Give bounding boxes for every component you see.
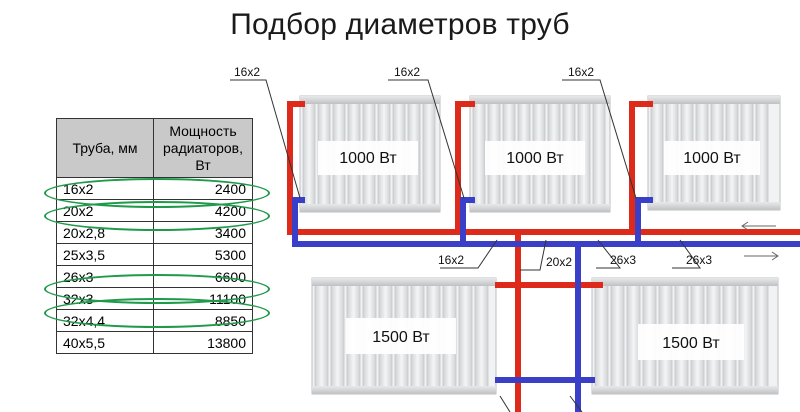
pipe-label-top-left: 16х2 xyxy=(234,65,260,79)
return-pipes xyxy=(292,197,800,412)
pipe-label-center: 20х2 xyxy=(546,255,572,269)
table-row: 25х3,5 5300 xyxy=(56,243,253,266)
header-power: Мощность радиаторов, Вт xyxy=(153,118,253,178)
radiator-bottom-left: 1500 Вт xyxy=(311,277,497,395)
label-leaders xyxy=(230,79,701,412)
pipe-label-right: 26х3 xyxy=(686,253,712,267)
table-row: 40х5,5 13800 xyxy=(56,331,253,354)
flow-arrows xyxy=(741,221,779,261)
radiator-label-bottom-left: 1500 Вт xyxy=(372,329,430,346)
radiator-label-bottom-right: 1500 Вт xyxy=(662,335,720,352)
radiator-label-top-right: 1000 Вт xyxy=(683,150,741,167)
pipe-label-center-right: 26х3 xyxy=(610,253,636,267)
radiator-top-left: 1000 Вт xyxy=(299,95,441,213)
supply-pipes xyxy=(287,101,800,412)
cell-pipe: 25х3,5 xyxy=(56,243,154,266)
page-title: Подбор диаметров труб xyxy=(230,8,570,41)
pipe-label-center-left: 16х2 xyxy=(438,253,464,267)
radiator-label-top-left: 1000 Вт xyxy=(339,150,397,167)
radiator-label-top-middle: 1000 Вт xyxy=(506,150,564,167)
highlight-ellipse-20x2 xyxy=(44,201,270,231)
cell-pipe: 40х5,5 xyxy=(56,331,154,354)
header-pipe: Труба, мм xyxy=(56,118,154,178)
radiator-bottom-right: 1500 Вт xyxy=(591,277,779,395)
radiator-top-middle: 1000 Вт xyxy=(469,95,611,213)
cell-power: 13800 xyxy=(153,331,253,354)
pipe-label-top-middle: 16х2 xyxy=(394,65,420,79)
table-header-row: Труба, мм Мощность радиаторов, Вт xyxy=(56,118,253,178)
pipe-label-top-right: 16х2 xyxy=(568,65,594,79)
radiator-top-right: 1000 Вт xyxy=(647,95,781,211)
highlight-ellipse-32x3 xyxy=(44,298,270,328)
cell-power: 5300 xyxy=(153,243,253,266)
